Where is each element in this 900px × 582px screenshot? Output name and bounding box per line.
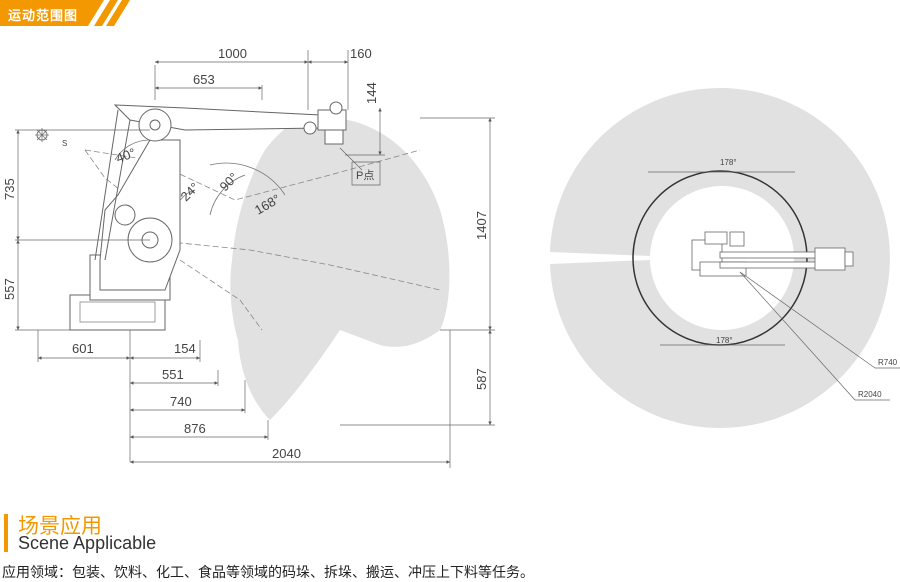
top-angle-178-upper: 178°: [720, 158, 737, 167]
motion-range-diagram: S: [2, 46, 900, 468]
angle-90: 90°: [217, 170, 242, 195]
dim-653: 653: [193, 72, 215, 87]
radius-leaders: [648, 171, 900, 401]
angle-24: 24°: [178, 180, 203, 205]
dim-740: 740: [170, 394, 192, 409]
dim-551: 551: [162, 367, 184, 382]
tab-shape: [0, 0, 130, 26]
dim-144: 144: [364, 82, 379, 104]
section-accent-bar: [4, 514, 8, 552]
top-angle-178-lower: 178°: [716, 336, 733, 345]
radius-r740: R740: [878, 358, 898, 367]
robot-column: [99, 139, 181, 291]
angle-40: 40°: [114, 145, 138, 166]
top-view: 178° 178° R740 R2040: [550, 87, 900, 428]
dim-601: 601: [72, 341, 94, 356]
side-view: S: [2, 46, 495, 468]
robot-base: [69, 294, 166, 331]
dim-587: 587: [474, 368, 489, 390]
dim-2040: 2040: [272, 446, 301, 461]
section-title: 场景应用: [18, 514, 102, 538]
dim-160: 160: [350, 46, 372, 61]
dim-876: 876: [184, 421, 206, 436]
side-angle-arcs: [114, 139, 286, 216]
p-point-label: P点: [356, 169, 374, 182]
radius-r2040: R2040: [858, 390, 882, 399]
dim-735: 735: [2, 178, 17, 200]
svg-text:S: S: [62, 139, 67, 148]
side-dim-lines: [15, 50, 495, 468]
side-work-envelope: [230, 116, 450, 420]
application-text: 应用领域：包装、饮料、化工、食品等领域的码垛、拆垛、搬运、冲压上下料等任务。: [2, 565, 534, 581]
tab-label: 运动范围图: [8, 9, 79, 24]
dim-557: 557: [2, 278, 17, 300]
dim-1407: 1407: [474, 211, 489, 240]
section-tab: 运动范围图: [0, 0, 130, 26]
dim-154: 154: [174, 341, 196, 356]
top-work-area: [550, 87, 890, 428]
dim-1000: 1000: [218, 46, 247, 61]
section-subtitle: Scene Applicable: [18, 533, 157, 553]
robot-top-view: [691, 231, 854, 277]
